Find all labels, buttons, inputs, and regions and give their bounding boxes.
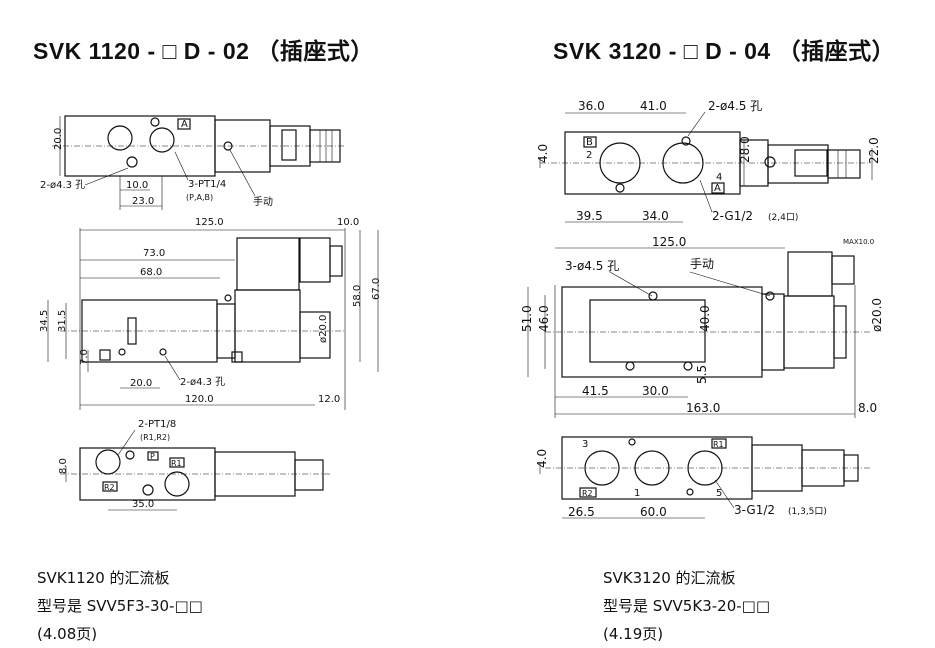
port-r1-label: R1 xyxy=(171,459,182,468)
dim-36: 36.0 xyxy=(578,99,605,113)
dim-35: 35.0 xyxy=(132,499,154,510)
hole3-label: 3-ø4.5 孔 xyxy=(565,259,619,273)
manual-label: 手动 xyxy=(253,195,273,208)
dim-58: 58.0 xyxy=(352,285,363,307)
dim-120: 120.0 xyxy=(185,394,214,405)
dim-12: 12.0 xyxy=(318,394,340,405)
left-bottom-view: P R1 R2 2-PT1/8 (R1,R2) 8.0 35.0 xyxy=(58,419,330,511)
dim-60: 60.0 xyxy=(640,505,667,519)
dim-163: 163.0 xyxy=(686,401,720,415)
dim-73: 73.0 xyxy=(143,248,165,259)
right-side-view: 125.0 MAX10.0 3-ø4.5 孔 手动 51.0 46.0 40.0… xyxy=(520,235,884,418)
dim-30: 30.0 xyxy=(642,384,669,398)
dim-345: 34.5 xyxy=(39,310,50,332)
dim-20: 20.0 xyxy=(53,128,64,150)
port-a-label: A xyxy=(181,119,188,130)
dim-40: 40.0 xyxy=(698,305,712,332)
hole-label: 2-ø4.3 孔 xyxy=(40,179,85,191)
dim-395: 39.5 xyxy=(576,209,603,223)
g12b-label: 3-G1/2 xyxy=(734,503,775,517)
pt18-label: 2-PT1/8 xyxy=(138,419,176,430)
phi20r-label: ø20.0 xyxy=(870,298,884,332)
num-4-label: 4 xyxy=(716,172,722,183)
dim-51: 51.0 xyxy=(520,305,534,332)
dim-46: 46.0 xyxy=(537,305,551,332)
dim-8: 8.0 xyxy=(58,458,69,474)
dim-125: 125.0 xyxy=(195,217,224,228)
g12-sub-label: (2,4口) xyxy=(768,213,798,223)
dim-68: 68.0 xyxy=(140,267,162,278)
g12b-sub-label: (1,3,5口) xyxy=(788,507,827,517)
dim-415: 41.5 xyxy=(582,384,609,398)
dim-8r: 8.0 xyxy=(858,401,877,415)
g12-label: 2-G1/2 xyxy=(712,209,753,223)
left-top-view: A 20.0 2-ø4.3 孔 10.0 23.0 3-PT1/4 (P,A,B… xyxy=(40,115,345,210)
dim-315: 31.5 xyxy=(57,310,68,332)
dim-41: 41.0 xyxy=(640,99,667,113)
port-sub-label: (P,A,B) xyxy=(186,193,213,202)
dim-23: 23.0 xyxy=(132,196,154,207)
num-1-label: 1 xyxy=(634,488,640,499)
num-3-label: 3 xyxy=(582,439,588,450)
right-bottom-view: 3 1 5 R1 R2 4.0 26.5 60.0 3-G1/2 (1,3,5口… xyxy=(535,436,870,519)
num-2-label: 2 xyxy=(586,150,592,161)
port-a2-label: A xyxy=(714,183,721,194)
port-r2-label: R2 xyxy=(104,483,115,492)
dim-265: 26.5 xyxy=(568,505,595,519)
port-label: 3-PT1/4 xyxy=(188,179,226,190)
note-left-line2: 型号是 SVV5F3-30-□□ xyxy=(37,597,203,615)
dim-28: 28.0 xyxy=(738,136,752,163)
port-r1r-label: R1 xyxy=(713,440,724,449)
port-b-label: B xyxy=(586,137,593,148)
port-r2r-label: R2 xyxy=(582,489,593,498)
dim-125r: 125.0 xyxy=(652,235,686,249)
phi20-label: ø20.0 xyxy=(318,315,329,343)
port-p-label: P xyxy=(150,452,155,461)
dim-4b: 4.0 xyxy=(535,449,549,468)
right-top-view: B 2 A 4 36.0 41.0 2-ø4.5 孔 4.0 28.0 22.0… xyxy=(536,99,881,223)
dim-55: 5.5 xyxy=(695,365,709,384)
dim-4: 4.0 xyxy=(536,144,550,163)
pt18-sub-label: (R1,R2) xyxy=(140,433,170,442)
left-side-view: 125.0 10.0 73.0 68.0 34.5 31.5 58.0 67.0… xyxy=(39,217,382,410)
dim-7: 7.0 xyxy=(79,349,90,365)
note-right-line1: SVK3120 的汇流板 xyxy=(603,569,736,587)
dim-22: 22.0 xyxy=(867,137,881,164)
title-left: SVK 1120 - □ D - 02 （插座式） xyxy=(33,38,374,64)
note-left-line3: (4.08页) xyxy=(37,625,98,643)
num-5-label: 5 xyxy=(716,488,722,499)
dim-10b: 10.0 xyxy=(337,217,359,228)
hole-r-label: 2-ø4.5 孔 xyxy=(708,99,762,113)
dim-67: 67.0 xyxy=(371,278,382,300)
dim-20b: 20.0 xyxy=(130,378,152,389)
dim-34: 34.0 xyxy=(642,209,669,223)
manual-r-label: 手动 xyxy=(690,257,714,271)
title-right: SVK 3120 - □ D - 04 （插座式） xyxy=(553,38,896,64)
max-label: MAX10.0 xyxy=(843,238,874,246)
note-right-line2: 型号是 SVV5K3-20-□□ xyxy=(603,597,770,615)
dim-10: 10.0 xyxy=(126,180,148,191)
hole2-label: 2-ø4.3 孔 xyxy=(180,376,225,388)
note-left-line1: SVK1120 的汇流板 xyxy=(37,569,170,587)
note-right-line3: (4.19页) xyxy=(603,625,664,643)
